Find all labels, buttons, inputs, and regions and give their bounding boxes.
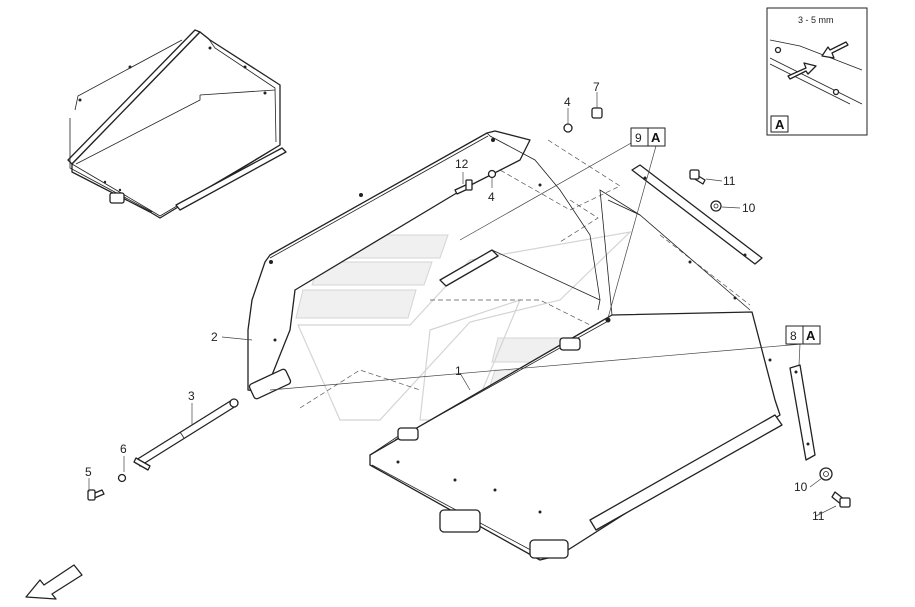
detail-view-a: 3 - 5 mm A xyxy=(766,7,868,136)
callout-5: 5 xyxy=(85,465,92,479)
ref-a-label-1: A xyxy=(651,130,661,145)
side-strip-9 xyxy=(631,164,763,265)
callout-12: 12 xyxy=(455,157,469,171)
callout-3: 3 xyxy=(188,389,195,403)
detail-arrow-icon-right xyxy=(787,62,817,80)
fasteners xyxy=(87,107,851,508)
callout-labels: 1 2 3 6 5 4 7 12 4 11 10 10 11 xyxy=(85,80,825,523)
callout-6: 6 xyxy=(120,442,127,456)
callout-11-upper: 11 xyxy=(723,174,736,188)
callout-10-lower: 10 xyxy=(794,480,808,494)
ref-a-label-2: A xyxy=(806,328,816,343)
callout-4-lower: 4 xyxy=(488,190,495,204)
ref-8-label: 8 xyxy=(790,329,797,343)
detail-gap-label: 3 - 5 mm xyxy=(798,15,834,25)
direction-arrow-icon xyxy=(25,564,83,600)
detail-arrow-icon-left xyxy=(821,41,849,59)
detail-view-label: A xyxy=(775,117,785,132)
callout-11-lower: 11 xyxy=(812,509,825,523)
ref-9-label: 9 xyxy=(635,131,642,145)
reference-box-9a: 9 A xyxy=(630,127,666,147)
assembled-tray-view xyxy=(67,29,287,219)
callout-7: 7 xyxy=(593,80,600,94)
assembly-dashed-lines xyxy=(299,139,751,409)
callout-2: 2 xyxy=(211,330,218,344)
base-tray xyxy=(369,189,783,561)
callout-4-upper: 4 xyxy=(564,95,571,109)
reference-box-8a: 8 A xyxy=(785,325,821,345)
side-strip-8 xyxy=(789,364,816,461)
callout-1: 1 xyxy=(455,364,462,378)
front-wall-panel xyxy=(247,130,601,400)
leader-lines xyxy=(88,92,837,517)
rod-3 xyxy=(133,398,239,471)
callout-10-upper: 10 xyxy=(742,201,756,215)
